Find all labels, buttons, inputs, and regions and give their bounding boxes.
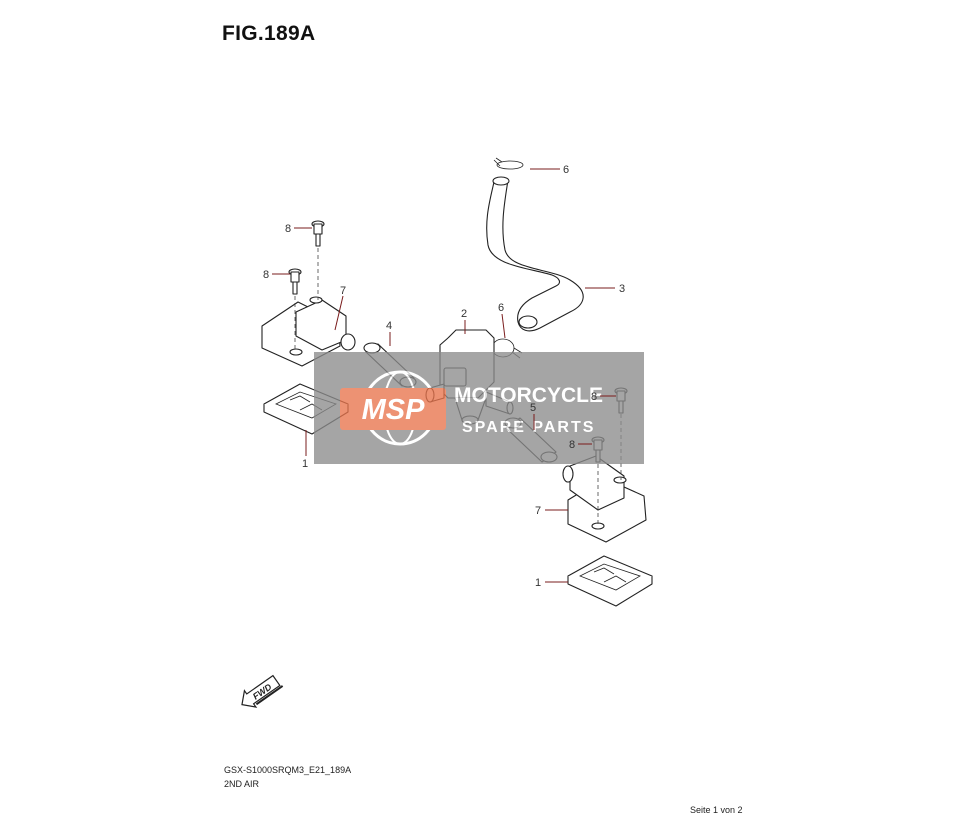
svg-text:8: 8 [263, 269, 269, 281]
reed-plate-part-1-right[interactable] [567, 555, 653, 607]
callout-7-right[interactable]: 7 [535, 505, 568, 517]
callout-1-right[interactable]: 1 [535, 577, 568, 589]
svg-text:1: 1 [302, 458, 308, 470]
callout-1-left[interactable]: 1 [302, 430, 308, 470]
svg-text:7: 7 [535, 505, 541, 517]
callout-3[interactable]: 3 [585, 283, 625, 295]
callout-6-mid[interactable]: 6 [498, 302, 506, 339]
callout-8-a[interactable]: 8 [285, 223, 312, 235]
reed-valve-cover-part-7-left[interactable] [261, 296, 356, 367]
drawing-code: GSX-S1000SRQM3_E21_189A [224, 765, 352, 775]
svg-text:7: 7 [340, 285, 346, 297]
page-info: Seite 1 von 2 [690, 805, 743, 815]
hose-part-3[interactable] [486, 176, 584, 332]
diagram-subtitle: 2ND AIR [224, 779, 260, 789]
callout-2[interactable]: 2 [461, 308, 467, 334]
svg-text:2: 2 [461, 308, 467, 320]
watermark: MSP MOTORCYCLE SPARE PARTS [314, 352, 644, 464]
watermark-line2: SPARE PARTS [462, 419, 595, 436]
svg-text:4: 4 [386, 320, 392, 332]
figure-title: FIG.189A [222, 22, 316, 45]
callout-8-c[interactable]: 8 [591, 391, 616, 403]
svg-text:8: 8 [591, 391, 597, 403]
fwd-arrow-icon: FWD [241, 674, 284, 708]
svg-text:8: 8 [285, 223, 291, 235]
alignment-line-left [294, 248, 319, 352]
callout-4[interactable]: 4 [386, 320, 392, 346]
hose-clip-part-6-top[interactable] [493, 157, 524, 170]
callout-5[interactable]: 5 [530, 402, 536, 430]
svg-text:6: 6 [563, 164, 569, 176]
callout-7-left[interactable]: 7 [334, 285, 346, 331]
callout-8-b[interactable]: 8 [263, 269, 290, 281]
svg-text:3: 3 [619, 283, 625, 295]
svg-text:8: 8 [569, 439, 575, 451]
reed-valve-cover-part-7-right[interactable] [562, 455, 647, 543]
watermark-line1: MOTORCYCLE [454, 384, 603, 407]
watermark-logo-bg [340, 388, 446, 430]
bolt-part-8-b[interactable] [288, 268, 302, 295]
bolt-part-8-a[interactable] [311, 220, 325, 247]
svg-text:6: 6 [498, 302, 504, 314]
callout-8-d[interactable]: 8 [569, 439, 592, 451]
callout-6-top[interactable]: 6 [530, 164, 569, 176]
svg-text:1: 1 [535, 577, 541, 589]
watermark-logo-text: MSP [362, 394, 426, 426]
svg-text:5: 5 [530, 402, 536, 414]
